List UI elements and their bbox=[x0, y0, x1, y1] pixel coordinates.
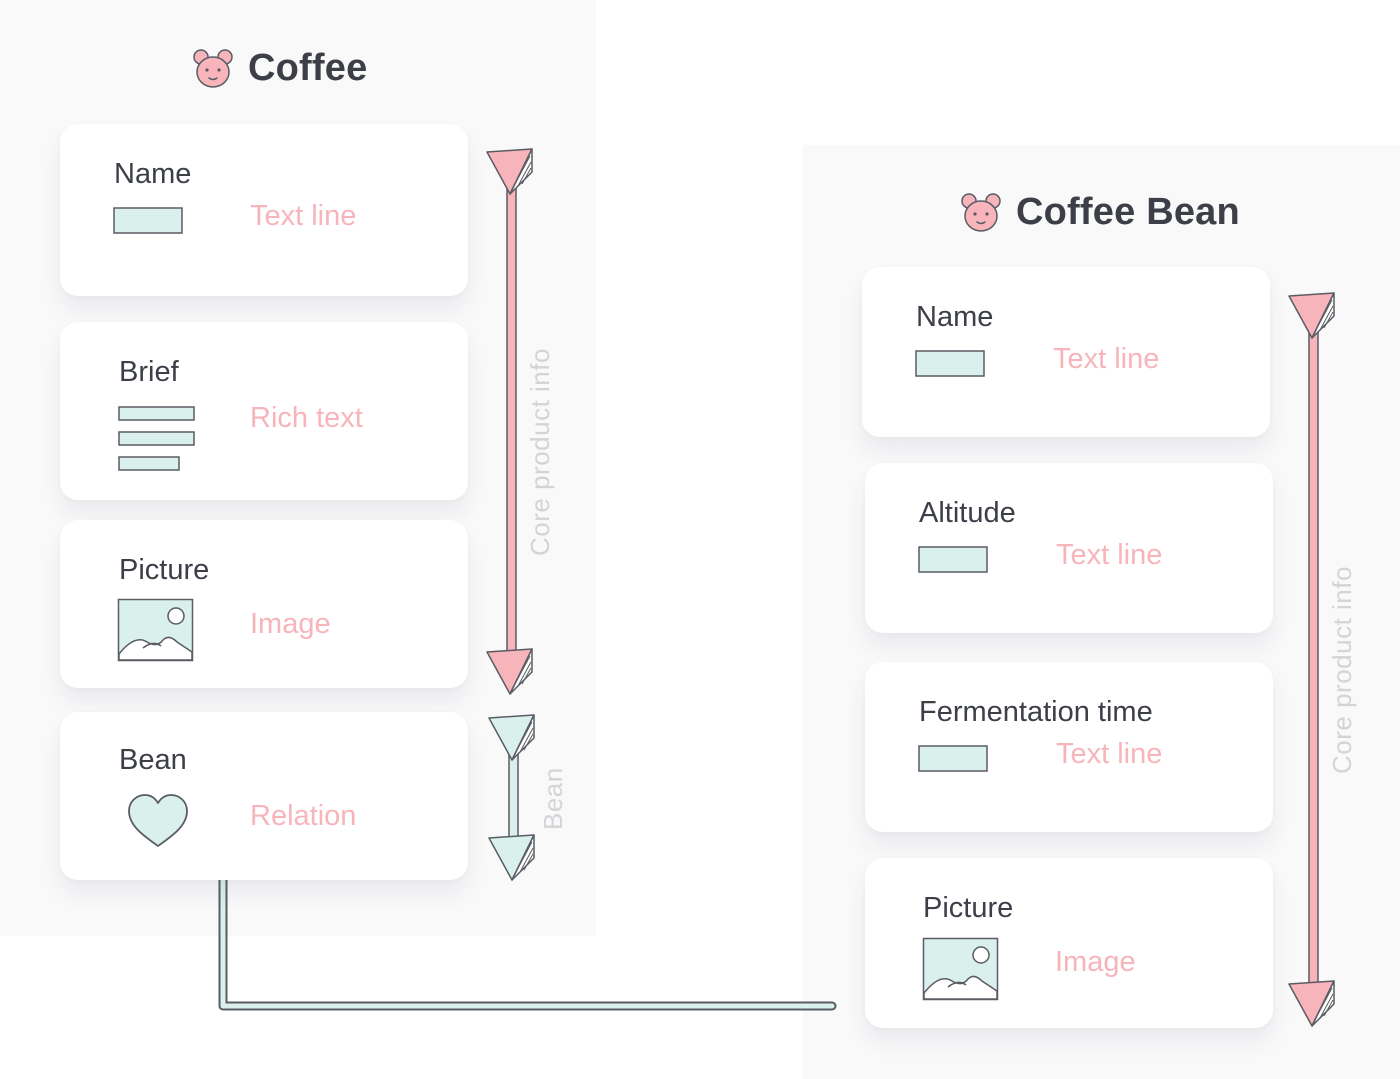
field-label: Bean bbox=[119, 744, 187, 776]
image-icon bbox=[922, 937, 1000, 1003]
group-label-bean: Bean bbox=[538, 767, 568, 830]
field-type: Text line bbox=[1056, 738, 1163, 770]
field-card-name[interactable]: Name Text line bbox=[862, 267, 1270, 437]
group-bar-core-product-info[interactable] bbox=[1286, 290, 1342, 1032]
coffee-bean-model-header: Coffee Bean bbox=[960, 190, 1240, 234]
bear-face-icon bbox=[192, 46, 234, 90]
field-card-picture[interactable]: Picture Image bbox=[865, 858, 1273, 1028]
text-line-icon bbox=[915, 350, 985, 378]
text-line-icon bbox=[113, 207, 183, 235]
coffee-model-header: Coffee bbox=[192, 46, 367, 90]
field-label: Brief bbox=[119, 356, 179, 388]
group-label-core-product-info: Core product info bbox=[1327, 566, 1357, 774]
field-card-picture[interactable]: Picture Image bbox=[60, 520, 468, 688]
bear-face-icon bbox=[960, 190, 1002, 234]
field-label: Picture bbox=[119, 554, 210, 586]
field-label: Name bbox=[114, 158, 192, 190]
field-type: Relation bbox=[250, 800, 357, 832]
text-line-icon bbox=[918, 546, 988, 574]
field-label: Name bbox=[916, 301, 994, 333]
field-type: Text line bbox=[1056, 539, 1163, 571]
text-line-icon bbox=[918, 745, 988, 773]
field-type: Image bbox=[1055, 946, 1136, 978]
group-bar-bean[interactable] bbox=[486, 712, 542, 884]
field-card-altitude[interactable]: Altitude Text line bbox=[865, 463, 1273, 633]
field-type: Image bbox=[250, 608, 331, 640]
field-card-fermentation-time[interactable]: Fermentation time Text line bbox=[865, 662, 1273, 832]
rich-text-icon bbox=[118, 406, 196, 472]
field-label: Picture bbox=[923, 892, 1014, 924]
heart-icon bbox=[126, 792, 190, 850]
group-bar-core-product-info[interactable] bbox=[484, 146, 540, 698]
group-label-core-product-info: Core product info bbox=[525, 348, 555, 556]
image-icon bbox=[117, 598, 195, 664]
field-type: Text line bbox=[250, 200, 357, 232]
field-card-name[interactable]: Name Text line bbox=[60, 124, 468, 296]
field-card-brief[interactable]: Brief Rich text bbox=[60, 322, 468, 500]
field-label: Fermentation time bbox=[919, 696, 1153, 728]
field-type: Rich text bbox=[250, 402, 363, 434]
field-label: Altitude bbox=[919, 497, 1016, 529]
field-type: Text line bbox=[1053, 343, 1160, 375]
field-card-bean[interactable]: Bean Relation bbox=[60, 712, 468, 880]
coffee-bean-model-title: Coffee Bean bbox=[1016, 190, 1240, 233]
coffee-model-title: Coffee bbox=[248, 46, 368, 89]
